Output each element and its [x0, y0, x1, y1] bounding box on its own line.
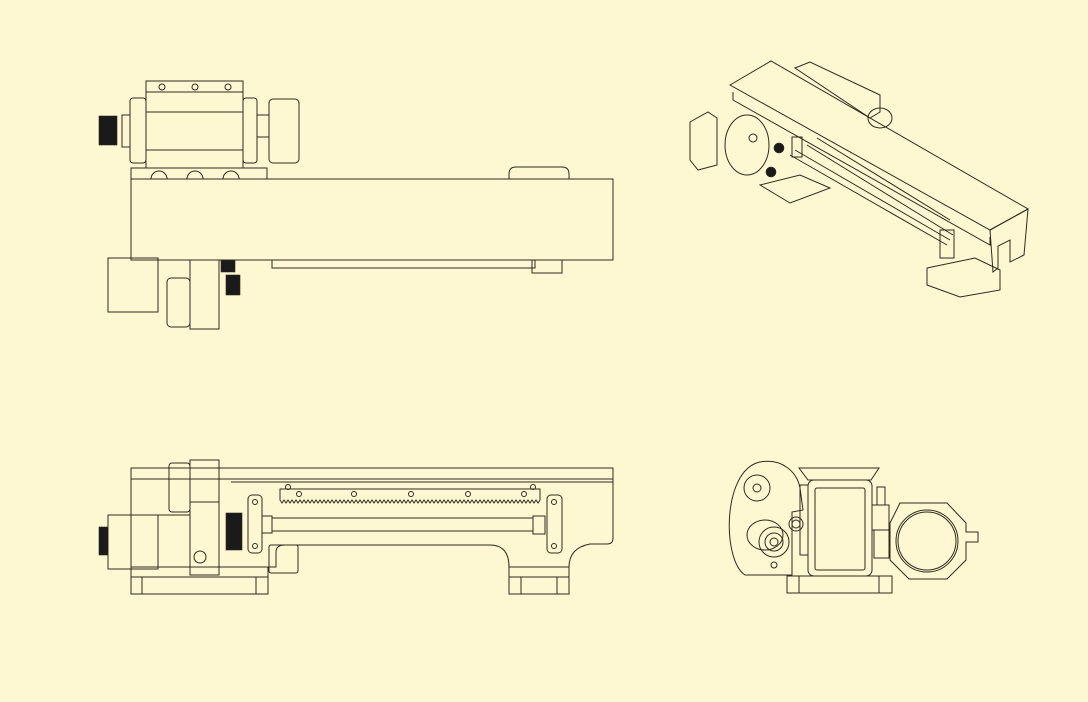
iso-gearbox: [724, 114, 770, 176]
rack: [279, 488, 541, 504]
rear-wheel: [867, 107, 893, 129]
pulley-left: [98, 115, 118, 146]
rack-lower: [806, 144, 954, 236]
bearing-block-right: [546, 494, 563, 554]
hopper: [798, 467, 880, 481]
motor-block: [189, 459, 220, 576]
base-plate-holes: [150, 170, 240, 180]
drive-block: [189, 259, 220, 330]
beam-end-channel: [989, 208, 1029, 273]
rod-line: [789, 154, 948, 246]
iso-bearing: [939, 229, 955, 259]
beam-front-face: [732, 92, 991, 246]
screw-icon: [521, 491, 527, 497]
lead-rod: [271, 259, 536, 269]
foot-right: [926, 257, 1001, 298]
screw-icon: [351, 491, 357, 497]
rack-upper: [816, 137, 951, 221]
screw-icon: [191, 83, 199, 91]
screw-icon: [252, 543, 258, 549]
base: [786, 575, 893, 594]
foot-right: [508, 576, 570, 595]
screw-icon: [465, 491, 471, 497]
rear-motor: [793, 61, 881, 119]
side-view: [728, 460, 979, 594]
top-view: [98, 80, 614, 330]
front-view: [98, 459, 614, 595]
stepper-motor: [107, 257, 159, 313]
isometric-view: [689, 60, 1030, 298]
screw-icon: [252, 499, 258, 505]
end-tab: [508, 166, 570, 179]
screw-icon: [530, 484, 536, 490]
screw-icon: [158, 83, 166, 91]
screw-icon: [224, 83, 232, 91]
pulley-left: [98, 526, 109, 556]
foot-left: [758, 174, 832, 204]
iso-stepper: [689, 111, 718, 171]
foot-left: [130, 576, 269, 595]
iso-bearing: [791, 136, 803, 158]
pulley: [225, 512, 243, 551]
pulley: [225, 274, 241, 296]
clamp-ring: [889, 502, 979, 580]
end-bearing: [531, 259, 563, 274]
iso-pulley: [765, 166, 777, 178]
screw-icon: [551, 543, 557, 549]
screw-icon: [285, 484, 291, 490]
screw-icon: [551, 499, 557, 505]
screw-icon: [408, 491, 414, 497]
wheel: [268, 98, 300, 164]
screw-icon: [296, 491, 302, 497]
pulley: [220, 259, 236, 273]
iso-pulley: [773, 142, 785, 154]
shaft-left: [121, 114, 131, 148]
